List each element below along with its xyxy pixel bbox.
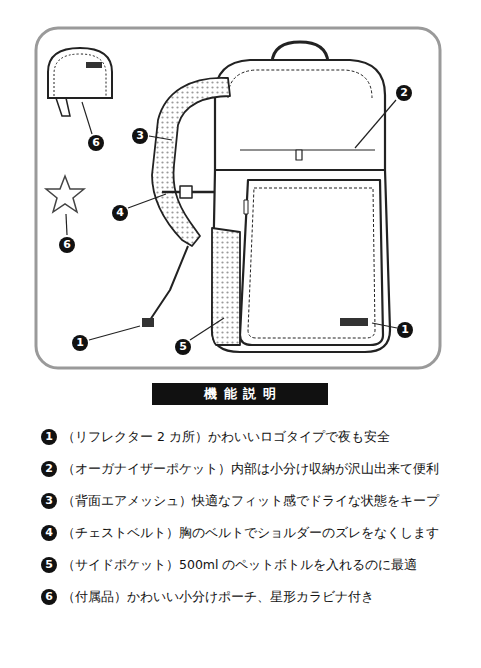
- callout-number: 5: [41, 557, 57, 573]
- callout-number: 3: [41, 493, 57, 509]
- feature-text: （サイドポケット）500ml のペットボトルを入れるのに最適: [62, 557, 417, 573]
- frame-panel: [36, 28, 440, 368]
- feature-text: （リフレクター 2 カ所）かわいいロゴタイプで夜も安全: [62, 429, 390, 445]
- callout-number: 1: [397, 322, 413, 338]
- callout-number: 1: [41, 429, 57, 445]
- callout-number: 4: [112, 205, 128, 221]
- feature-text: （チェストベルト）胸のベルトでショルダーのズレをなくします: [62, 525, 439, 541]
- callout-number: 6: [41, 589, 57, 605]
- callout-number: 2: [396, 85, 412, 101]
- callout-number: 4: [41, 525, 57, 541]
- callout-number: 2: [41, 461, 57, 477]
- callout-number: 1: [72, 335, 88, 351]
- leader-line: [66, 214, 67, 235]
- star-carabiner: [46, 176, 84, 212]
- leader-line: [82, 102, 92, 134]
- callout-number: 3: [132, 128, 148, 144]
- callout-number: 5: [175, 339, 191, 355]
- leader-lines: [89, 100, 397, 340]
- feature-text: （オーガナイザーポケット）内部は小分け収納が沢山出来て便利: [62, 461, 439, 477]
- pouch: [48, 48, 112, 116]
- callout-number: 6: [59, 237, 75, 253]
- feature-text: （背面エアメッシュ）快適なフィット感でドライな状態をキープ: [62, 493, 439, 509]
- section-title: 機能説明: [152, 383, 328, 405]
- callout-number: 6: [88, 135, 104, 151]
- feature-text: （付属品）かわいい小分けポーチ、星形カラビナ付き: [62, 589, 374, 605]
- backpack: [142, 42, 390, 352]
